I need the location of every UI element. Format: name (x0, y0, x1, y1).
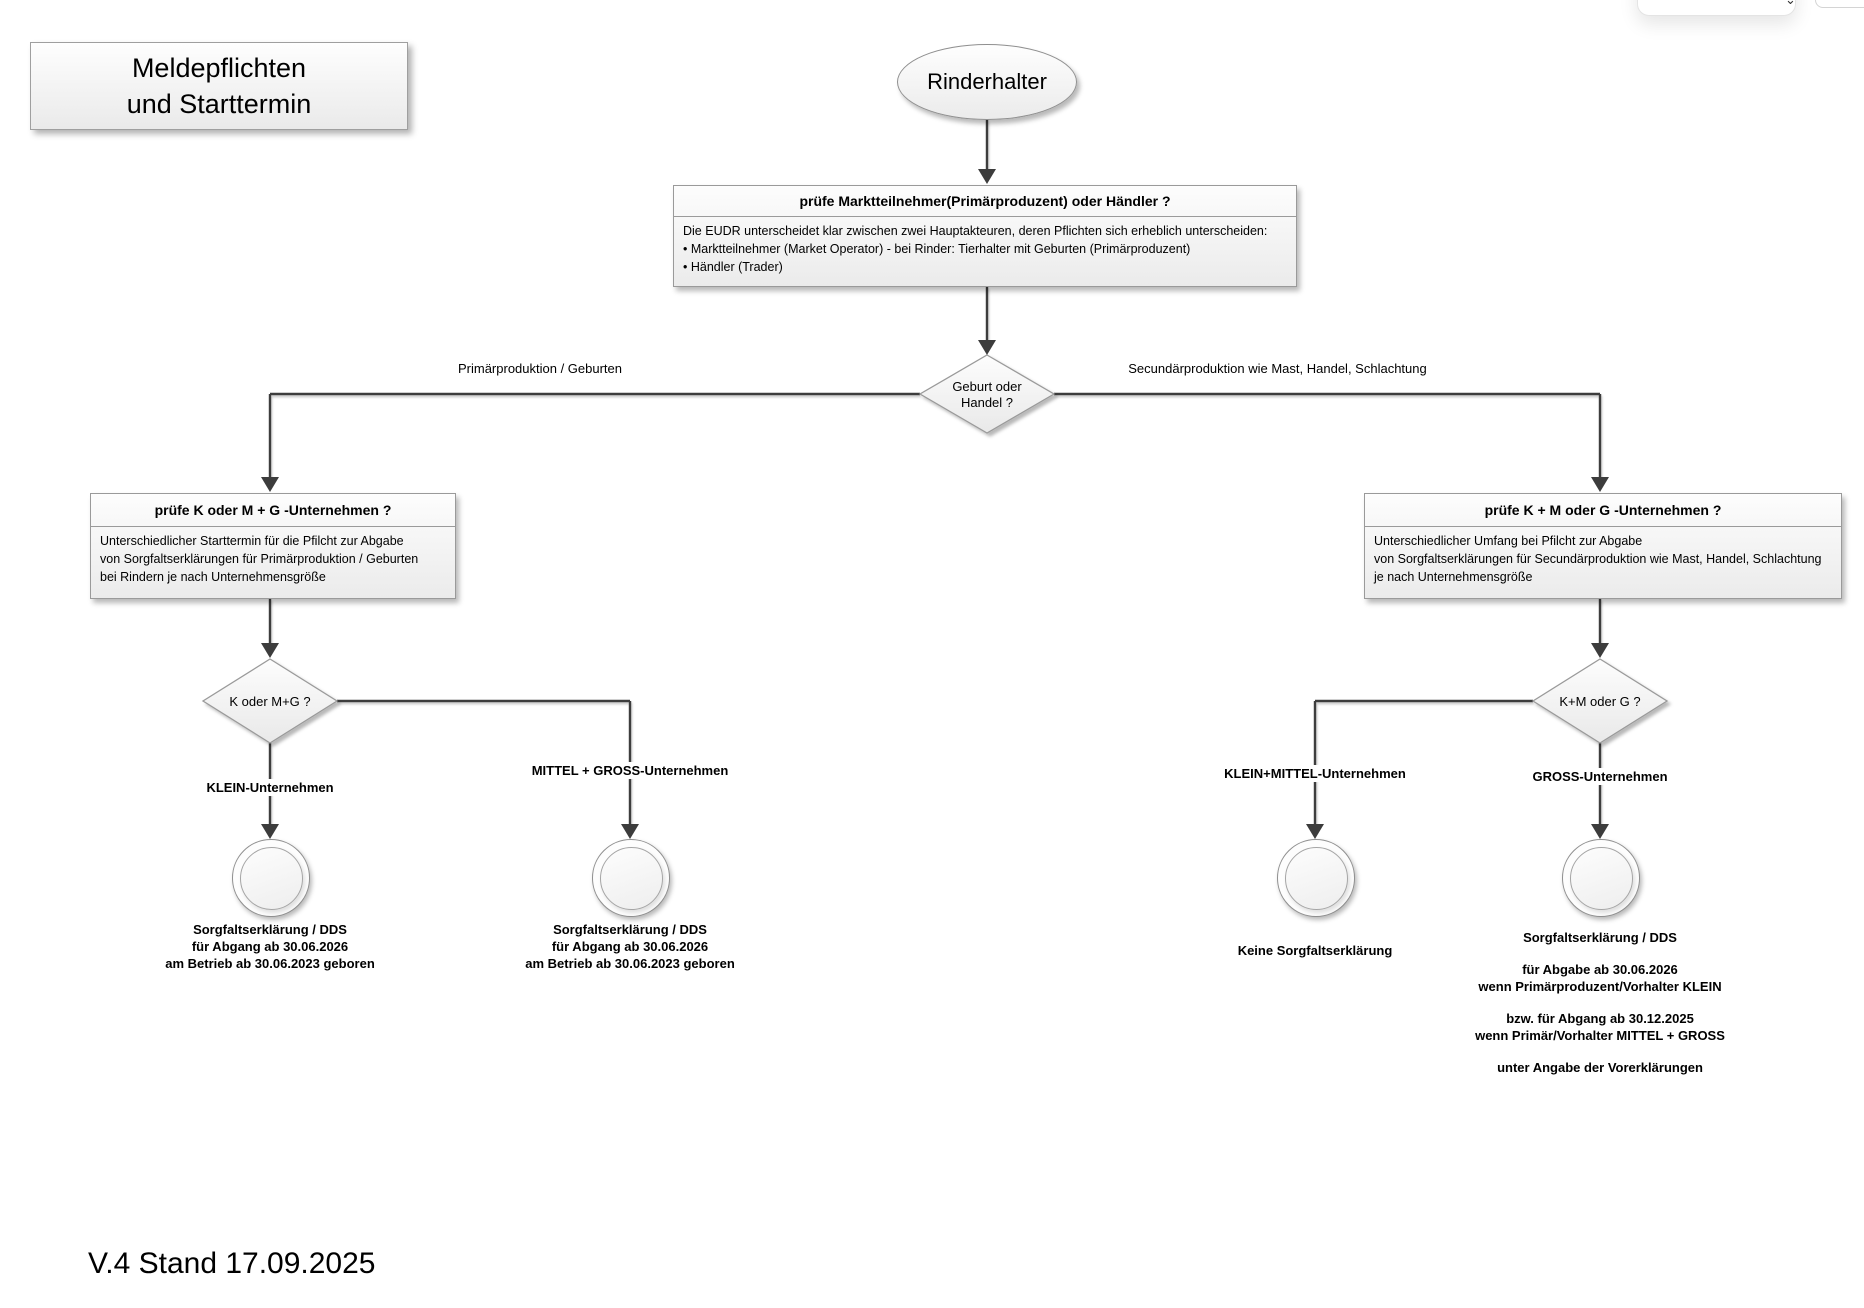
terminal-gross-para1-line2: wenn Primärproduzent/Vorhalter KLEIN (1478, 979, 1722, 994)
body-bullet-1: • Marktteilnehmer (Market Operator) - be… (683, 242, 1191, 256)
terminal-klein-line3: am Betrieb ab 30.06.2023 geboren (165, 956, 375, 971)
terminal-circle-inner (239, 846, 303, 910)
left-body-line2: von Sorgfaltserklärungen für Primärprodu… (100, 552, 419, 566)
terminal-gross-para2-line1: bzw. für Abgang ab 30.12.2025 (1506, 1011, 1694, 1026)
decision-diamond-right (1531, 658, 1669, 744)
terminal-mg-line2: für Abgang ab 30.06.2026 (551, 939, 709, 954)
terminal-mg-line3: am Betrieb ab 30.06.2023 geboren (525, 956, 735, 971)
right-body-line3: je nach Unternehmensgröße (1374, 570, 1533, 584)
terminal-klein-line2: für Abgang ab 30.06.2026 (191, 939, 349, 954)
terminal-circle-klein-mittel (1277, 839, 1355, 917)
process-box-left-body: Unterschiedlicher Starttermin für die Pf… (91, 527, 455, 591)
terminal-text-klein-mittel: Keine Sorgfaltserklärung (1185, 942, 1445, 959)
decision-main-line2: Handel ? (960, 395, 1014, 410)
terminal-circle-mittel-gross (592, 839, 670, 917)
terminal-gross-para2: bzw. für Abgang ab 30.12.2025 wenn Primä… (1440, 1010, 1760, 1044)
edge-label-mittel-gross: MITTEL + GROSS-Unternehmen (505, 762, 755, 779)
process-box-body: Die EUDR unterscheidet klar zwischen zwe… (674, 217, 1296, 281)
terminal-circle-klein (232, 839, 310, 917)
floating-toolbar-fragment[interactable] (1637, 0, 1796, 16)
start-node-label: Rinderhalter (927, 69, 1047, 94)
left-body-line1: Unterschiedlicher Starttermin für die Pf… (100, 534, 404, 548)
terminal-gross-para1-line1: für Abgabe ab 30.06.2026 (1522, 962, 1678, 977)
start-node-rinderhalter: Rinderhalter (897, 44, 1077, 120)
decision-right-label: K+M oder G ? (1559, 694, 1641, 709)
edge-label-secondary: Secundärproduktion wie Mast, Handel, Sch… (1128, 361, 1427, 376)
terminal-klein-line1: Sorgfaltserklärung / DDS (193, 922, 347, 937)
decision-diamonds (201, 354, 1669, 744)
edge-label-klein-mittel: KLEIN+MITTEL-Unternehmen (1190, 765, 1440, 782)
arrowheads (261, 169, 1609, 839)
version-label: V.4 Stand 17.09.2025 (88, 1247, 376, 1280)
chevron-down-icon[interactable]: ⌄ (1785, 0, 1796, 8)
edge-label-klein: KLEIN-Unternehmen (160, 779, 380, 796)
terminal-text-mittel-gross: Sorgfaltserklärung / DDS für Abgang ab 3… (500, 921, 760, 972)
process-box-right-body: Unterschiedlicher Umfang bei Pfilcht zur… (1365, 527, 1841, 591)
process-box-header: prüfe Marktteilnehmer(Primärproduzent) o… (674, 186, 1296, 217)
terminal-km-label: Keine Sorgfaltserklärung (1237, 943, 1393, 958)
terminal-text-gross: Sorgfaltserklärung / DDS für Abgabe ab 3… (1440, 929, 1760, 1076)
terminal-circle-gross (1562, 839, 1640, 917)
left-body-line3: bei Rindern je nach Unternehmensgröße (100, 570, 326, 584)
body-bullet-2: • Händler (Trader) (683, 260, 783, 274)
body-intro: Die EUDR unterscheidet klar zwischen zwe… (683, 224, 1268, 238)
process-box-check-actor: prüfe Marktteilnehmer(Primärproduzent) o… (673, 185, 1297, 287)
diagram-title-line1: Meldepflichten (131, 53, 307, 83)
edge-label-gross: GROSS-Unternehmen (1490, 768, 1710, 785)
decision-main-line1: Geburt oder (952, 379, 1022, 394)
terminal-gross-footer: unter Angabe der Vorerklärungen (1497, 1060, 1703, 1075)
diagram-title-box: Meldepflichten und Starttermin (30, 42, 408, 130)
right-body-line2: von Sorgfaltserklärungen für Secundärpro… (1374, 552, 1822, 566)
terminal-gross-para2-line2: wenn Primär/Vorhalter MITTEL + GROSS (1475, 1028, 1725, 1043)
process-box-check-right: prüfe K + M oder G -Unternehmen ? Unters… (1364, 493, 1842, 599)
edge-label-primary: Primärproduktion / Geburten (457, 361, 623, 376)
terminal-gross-title: Sorgfaltserklärung / DDS (1523, 930, 1677, 945)
floating-button-fragment[interactable] (1815, 0, 1864, 8)
decision-left-label: K oder M+G ? (229, 694, 311, 709)
decision-diamond-left (201, 658, 339, 744)
decision-main-label: Geburt oder Handel ? (917, 379, 1057, 411)
process-box-left-header: prüfe K oder M + G -Unternehmen ? (91, 494, 455, 527)
diagram-title-line2: und Starttermin (126, 89, 312, 119)
process-box-right-header: prüfe K + M oder G -Unternehmen ? (1365, 494, 1841, 527)
process-box-check-left: prüfe K oder M + G -Unternehmen ? Unters… (90, 493, 456, 599)
terminal-circle-inner (1284, 846, 1348, 910)
terminal-gross-para1: für Abgabe ab 30.06.2026 wenn Primärprod… (1440, 961, 1760, 995)
terminal-circle-inner (1569, 846, 1633, 910)
terminal-text-klein: Sorgfaltserklärung / DDS für Abgang ab 3… (140, 921, 400, 972)
terminal-mg-line1: Sorgfaltserklärung / DDS (553, 922, 707, 937)
right-body-line1: Unterschiedlicher Umfang bei Pfilcht zur… (1374, 534, 1643, 548)
terminal-circle-inner (599, 846, 663, 910)
decision-diamond-main (918, 354, 1056, 434)
